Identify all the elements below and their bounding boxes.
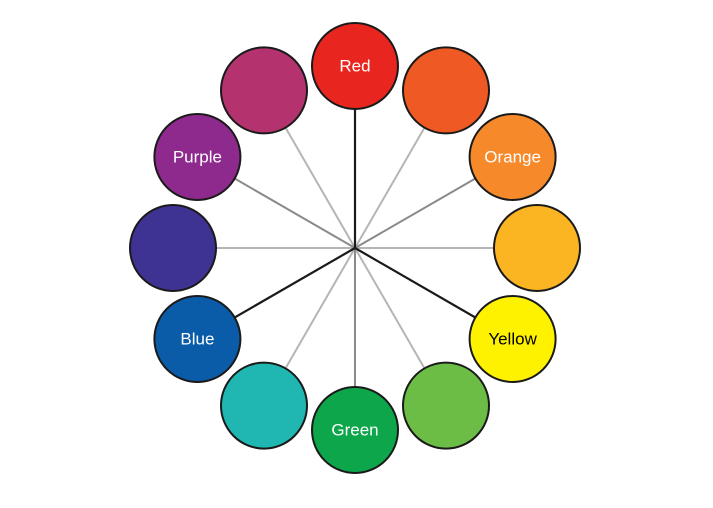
swatch-label-orange: Orange	[484, 148, 541, 167]
wheel-spokes	[173, 66, 537, 430]
swatch-yellow-green	[402, 361, 490, 450]
swatch-circle-blue-green	[220, 361, 308, 450]
swatch-circle-yellow	[468, 295, 557, 383]
swatch-blue: Blue	[153, 295, 242, 383]
swatch-orange: Orange	[468, 113, 557, 201]
swatch-circle-red	[311, 22, 399, 110]
swatch-label-purple: Purple	[173, 148, 222, 167]
swatch-circle-red-purple	[220, 46, 308, 135]
swatch-yellow-orange	[493, 204, 581, 292]
swatch-circle-purple	[153, 113, 242, 201]
swatch-blue-purple	[129, 204, 217, 292]
swatch-yellow: Yellow	[468, 295, 557, 383]
swatch-purple: Purple	[153, 113, 242, 201]
swatch-circle-green	[311, 386, 399, 474]
swatch-circle-yellow-green	[402, 361, 490, 450]
swatch-green: Green	[311, 386, 399, 474]
swatch-red-orange	[402, 46, 490, 135]
swatch-circle-orange	[468, 113, 557, 201]
swatch-circle-yellow-orange	[493, 204, 581, 292]
swatch-label-red: Red	[339, 57, 370, 76]
swatch-circle-red-orange	[402, 46, 490, 135]
swatch-red-purple	[220, 46, 308, 135]
swatch-label-blue: Blue	[180, 330, 214, 349]
swatch-circle-blue-purple	[129, 204, 217, 292]
swatch-circle-blue	[153, 295, 242, 383]
swatch-label-yellow: Yellow	[488, 330, 537, 349]
swatch-label-green: Green	[331, 421, 378, 440]
swatch-blue-green	[220, 361, 308, 450]
swatch-red: Red	[311, 22, 399, 110]
